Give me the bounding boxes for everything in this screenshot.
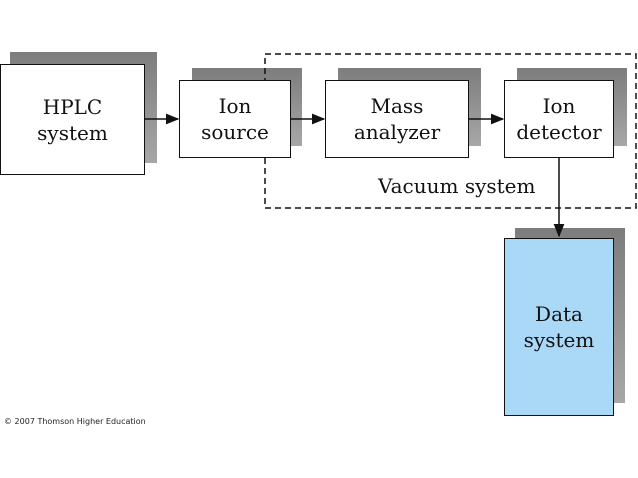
- mass-analyzer-label: Mass analyzer: [353, 94, 441, 144]
- data-system-label: Data system: [523, 302, 595, 352]
- mass-analyzer-box: Mass analyzer: [325, 80, 469, 158]
- ion-detector-label: Ion detector: [516, 94, 602, 144]
- copyright-notice: © 2007 Thomson Higher Education: [4, 417, 146, 426]
- hplc-system-box: HPLC system: [0, 64, 145, 175]
- vacuum-system-label: Vacuum system: [378, 174, 536, 198]
- ion-source-label: Ion source: [201, 94, 269, 144]
- data-system-box: Data system: [504, 238, 614, 416]
- ion-source-box: Ion source: [179, 80, 291, 158]
- ion-detector-box: Ion detector: [504, 80, 614, 158]
- hplc-system-label: HPLC system: [37, 94, 108, 145]
